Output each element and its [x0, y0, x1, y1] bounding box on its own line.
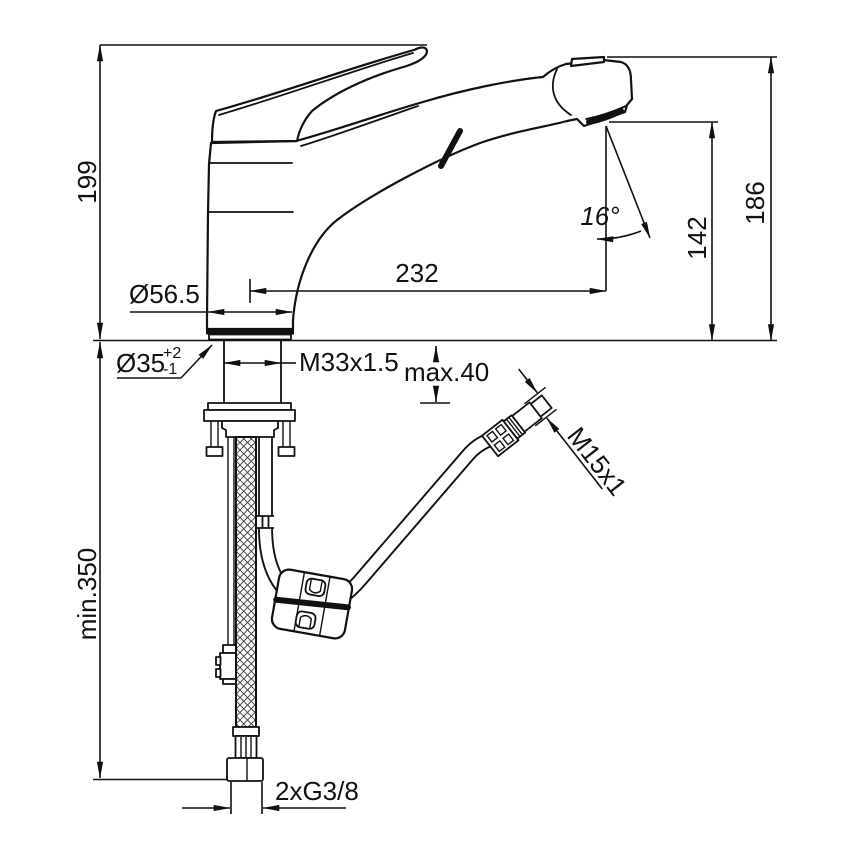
handle-top-double-line: [218, 52, 414, 116]
shank-thread-lines: [223, 341, 282, 404]
spout-inner-line: [300, 105, 419, 147]
base-seal-band: [206, 329, 294, 335]
label-hole-tol-plus: +2: [163, 345, 181, 362]
label-hole-diameter: Ø35: [116, 348, 165, 378]
flange-upper: [207, 402, 292, 411]
ext-lines-g38: [230, 782, 263, 814]
spray-outlet-dark-band: [586, 108, 624, 125]
faucet-body-group: [205, 46, 634, 341]
hose-thread-label: M15x1: [561, 421, 633, 501]
fitting-tab-1: [215, 656, 222, 666]
supply-pipe-2: [227, 437, 235, 645]
label-height-outlet: 142: [682, 216, 712, 259]
flange-lower: [203, 409, 296, 422]
stud-left-foot: [205, 446, 224, 457]
m15-leader-upper: [518, 368, 538, 394]
base-gasket: [208, 333, 292, 341]
leader-dia35: [180, 344, 213, 379]
grip-slot-2: [493, 439, 506, 453]
spout-joint-band: [438, 128, 463, 169]
underdeck-group: M15x1: [203, 341, 633, 782]
grip-slot-4: [502, 433, 515, 446]
faucet-handle: [210, 46, 429, 144]
grip-slot-1: [486, 430, 499, 443]
label-shank-thread: M33x1.5: [299, 347, 399, 377]
hose-rib-lines: [240, 737, 252, 757]
m15-extension-ticks: [523, 386, 557, 427]
stud-right-foot: [277, 446, 296, 457]
fitting-tab-2: [215, 668, 222, 678]
hose-counterweight: [270, 568, 354, 640]
label-max-deck: max.40: [404, 357, 489, 387]
arc-16deg: [596, 230, 642, 243]
stud-right: [282, 421, 291, 447]
dimension-lines: [93, 44, 777, 814]
label-hole-tol-minus: -1: [163, 361, 177, 378]
grip-slot-3: [494, 423, 508, 437]
spray-head-seam: [552, 68, 572, 116]
label-height-total: 186: [740, 181, 770, 224]
label-height-spout: 199: [72, 160, 102, 203]
label-outlet-angle: 16°: [580, 201, 619, 231]
stud-left: [210, 421, 219, 447]
connector-thread-tip: [529, 394, 553, 418]
faucet-body-spout-outline: [205, 58, 634, 331]
angled-ref-16deg: [605, 125, 651, 239]
label-reach: 232: [395, 258, 438, 288]
label-base-diameter: Ø56.5: [129, 279, 200, 309]
label-supply-conn: 2xG3/8: [275, 776, 359, 806]
flange-body: [221, 420, 279, 438]
body-joint-lines: [207, 162, 294, 213]
connection-nut: [226, 757, 264, 782]
spray-head-cap: [569, 55, 606, 68]
label-min-hose-length: min.350: [72, 548, 102, 641]
pullout-hose-tube: [257, 437, 274, 529]
dimension-labels: 199 min.350 186 142 232 Ø56.5 Ø35 +2 -1 …: [72, 160, 770, 806]
hose-ferrule: [232, 726, 260, 737]
connector-ring-lines: [505, 416, 523, 437]
m15-leader-lower: [546, 417, 603, 490]
spray-outlet-lip: [585, 105, 627, 120]
braided-hose: [235, 436, 257, 728]
